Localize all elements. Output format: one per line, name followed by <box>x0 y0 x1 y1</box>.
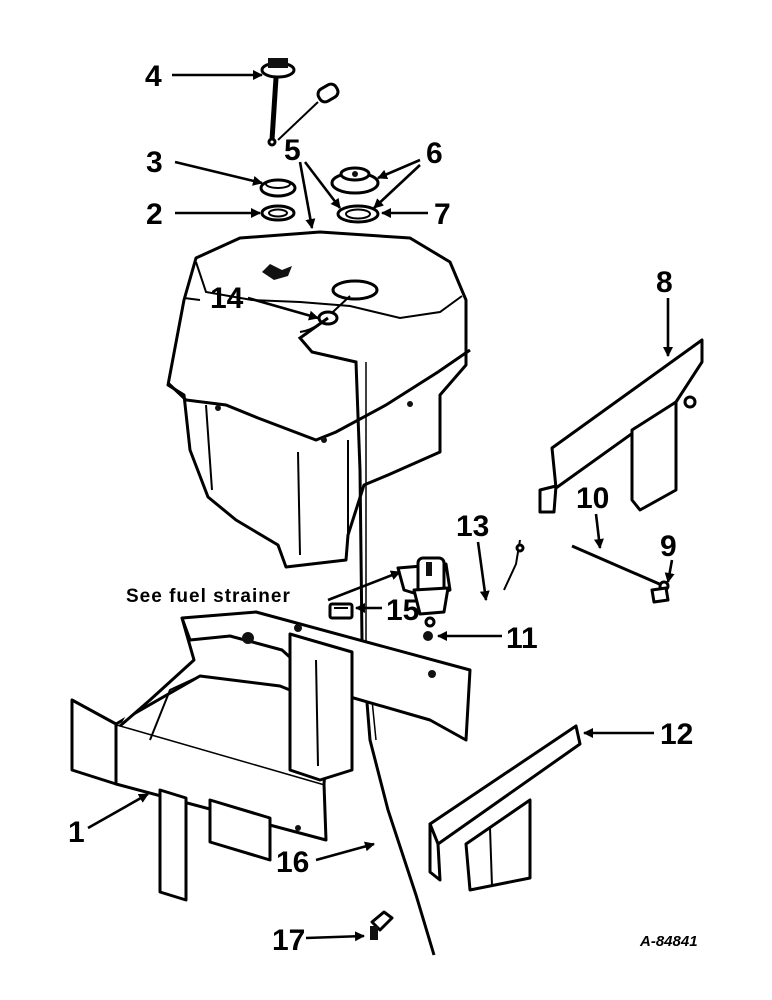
gasket-right-part <box>336 204 380 224</box>
fuel-gauge-part <box>260 58 340 147</box>
clamp-part <box>328 602 354 620</box>
callout-9: 9 <box>660 530 677 563</box>
callout-11: 11 <box>506 622 538 655</box>
callout-7: 7 <box>434 198 451 231</box>
drawing-reference: A-84841 <box>639 933 698 950</box>
filler-cap-left-part <box>259 178 297 198</box>
fuel-line-part <box>297 310 436 956</box>
callout-labels: 1 2 3 4 5 6 7 8 9 10 11 12 13 14 15 16 1… <box>68 60 698 957</box>
bracket-upper-part <box>538 338 704 514</box>
bolt-part <box>503 539 525 591</box>
callout-10: 10 <box>576 482 609 515</box>
filler-cap-right-part <box>330 166 380 195</box>
callout-16: 16 <box>276 846 309 879</box>
nut-part <box>423 631 433 641</box>
leader-lines <box>87 70 675 942</box>
rod-part <box>571 544 670 592</box>
callout-15: 15 <box>386 594 419 627</box>
callout-4: 4 <box>145 60 162 93</box>
fuel-strainer-note: See fuel strainer <box>126 586 291 607</box>
callout-3: 3 <box>146 146 163 179</box>
tank-support-part <box>70 610 472 902</box>
callout-6: 6 <box>426 137 443 170</box>
callout-2: 2 <box>146 198 163 231</box>
callout-14: 14 <box>210 282 244 315</box>
drain-valve-part <box>370 910 394 940</box>
fuel-strainer-part <box>396 556 452 628</box>
fuel-tank-part <box>166 230 471 569</box>
gasket-left-part <box>260 204 296 222</box>
callout-12: 12 <box>660 718 693 751</box>
callout-17: 17 <box>272 924 305 957</box>
callout-13: 13 <box>456 510 489 543</box>
callout-8: 8 <box>656 266 673 299</box>
callout-1: 1 <box>68 816 85 849</box>
bracket-lower-part <box>428 724 582 892</box>
callout-5: 5 <box>284 134 301 167</box>
clip-part <box>650 586 670 604</box>
